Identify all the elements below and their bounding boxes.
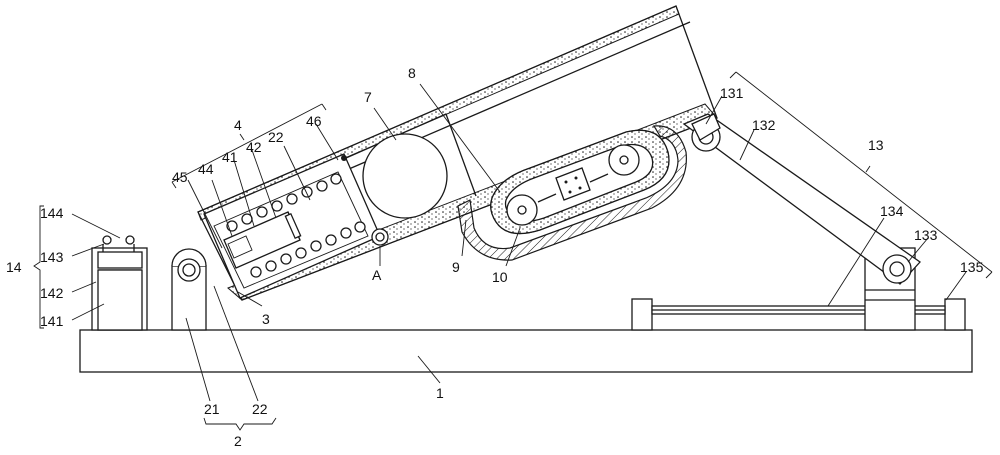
leader-lines xyxy=(33,71,993,431)
label-131: 131 xyxy=(720,85,744,101)
label-41: 41 xyxy=(222,149,238,165)
label-14: 14 xyxy=(6,259,22,275)
label-46: 46 xyxy=(306,113,322,129)
linkage-arm xyxy=(682,113,921,285)
label-132: 132 xyxy=(752,117,776,133)
support-post xyxy=(171,248,207,331)
label-45: 45 xyxy=(172,169,188,185)
label-7: 7 xyxy=(364,89,372,105)
base-plate xyxy=(79,329,973,373)
label-22-bottom: 22 xyxy=(252,401,268,417)
label-44: 44 xyxy=(198,161,214,177)
label-2: 2 xyxy=(234,433,242,449)
clamp-assembly xyxy=(91,235,148,331)
label-142: 142 xyxy=(40,285,64,301)
label-10: 10 xyxy=(492,269,508,285)
label-1: 1 xyxy=(436,385,444,401)
label-22-top: 22 xyxy=(268,129,284,145)
label-143: 143 xyxy=(40,249,64,265)
label-144: 144 xyxy=(40,205,64,221)
label-8: 8 xyxy=(408,65,416,81)
label-21: 21 xyxy=(204,401,220,417)
label-134: 134 xyxy=(880,203,904,219)
label-3: 3 xyxy=(262,311,270,327)
label-133: 133 xyxy=(914,227,938,243)
label-9: 9 xyxy=(452,259,460,275)
label-4: 4 xyxy=(234,117,242,133)
label-13: 13 xyxy=(868,137,884,153)
roller-7 xyxy=(362,133,448,219)
track-housing xyxy=(457,125,687,261)
label-42: 42 xyxy=(246,139,262,155)
pivot-a xyxy=(371,228,389,246)
label-141: 141 xyxy=(40,313,64,329)
label-135: 135 xyxy=(960,259,984,275)
label-a: A xyxy=(372,267,382,283)
